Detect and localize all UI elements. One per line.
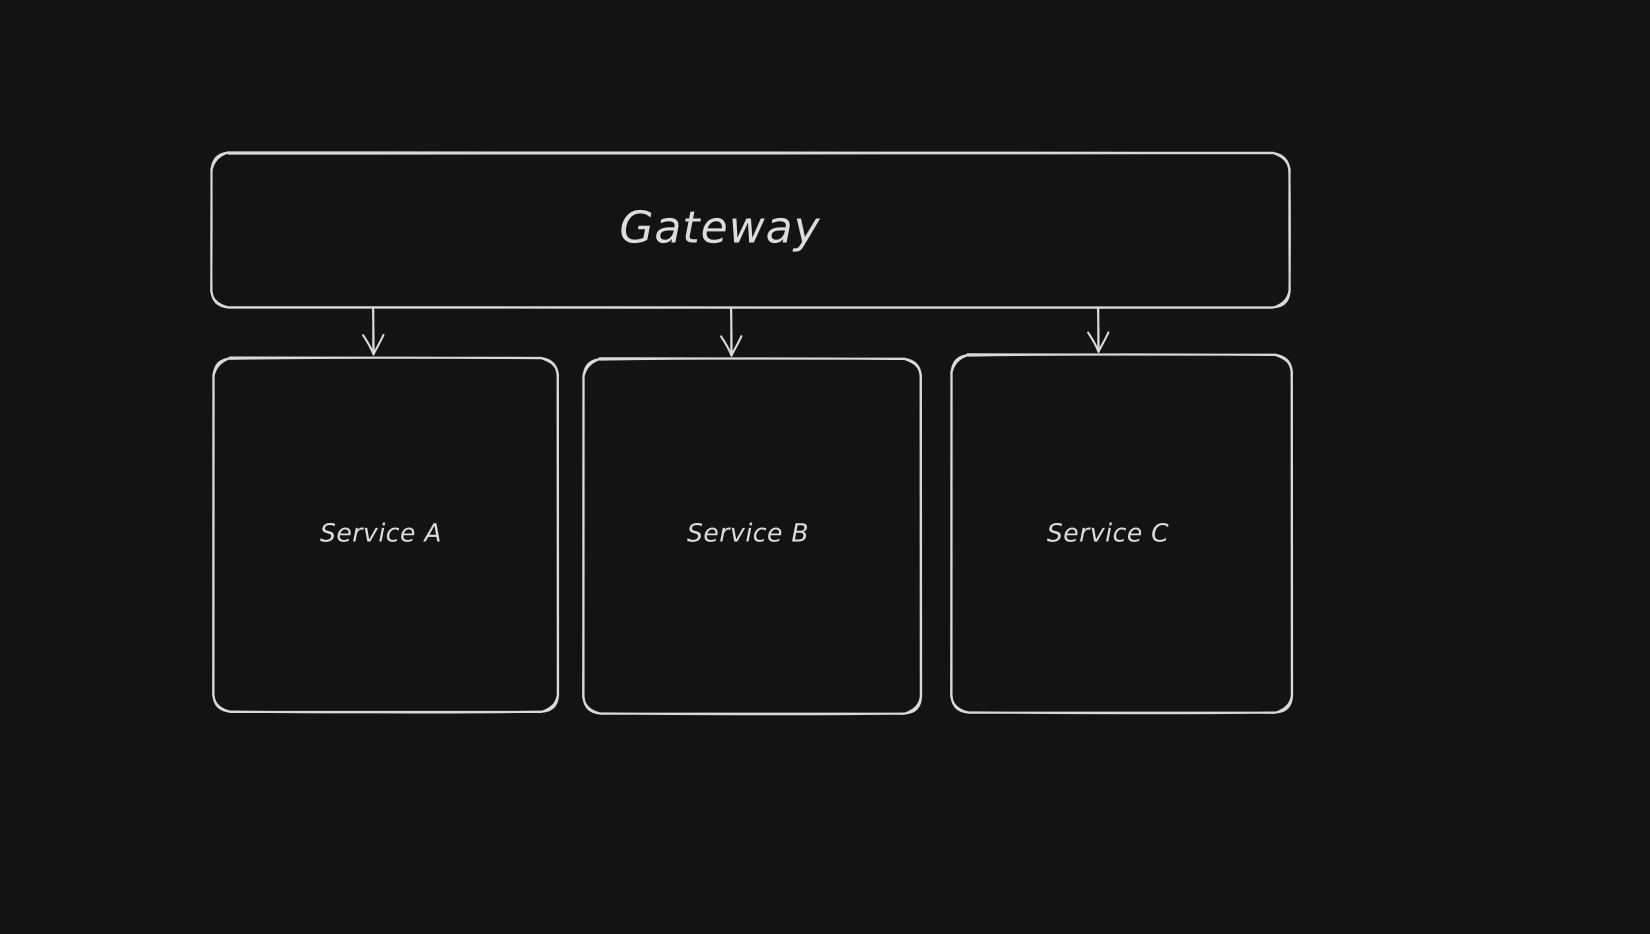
- node-service-b-shape[interactable]: [582, 356, 923, 716]
- node-service-c-shape[interactable]: [950, 352, 1294, 715]
- node-gateway[interactable]: [211, 152, 1290, 308]
- node-service-c[interactable]: [951, 354, 1291, 714]
- node-service-a-shape[interactable]: [212, 356, 560, 714]
- edge-gateway-to-service-b[interactable]: [720, 307, 743, 357]
- node-gateway-shape[interactable]: [210, 151, 1291, 310]
- edge-gateway-to-service-a[interactable]: [362, 307, 385, 356]
- node-service-a[interactable]: [213, 357, 558, 713]
- edge-gateway-to-service-c[interactable]: [1087, 307, 1110, 353]
- node-service-b[interactable]: [583, 358, 921, 715]
